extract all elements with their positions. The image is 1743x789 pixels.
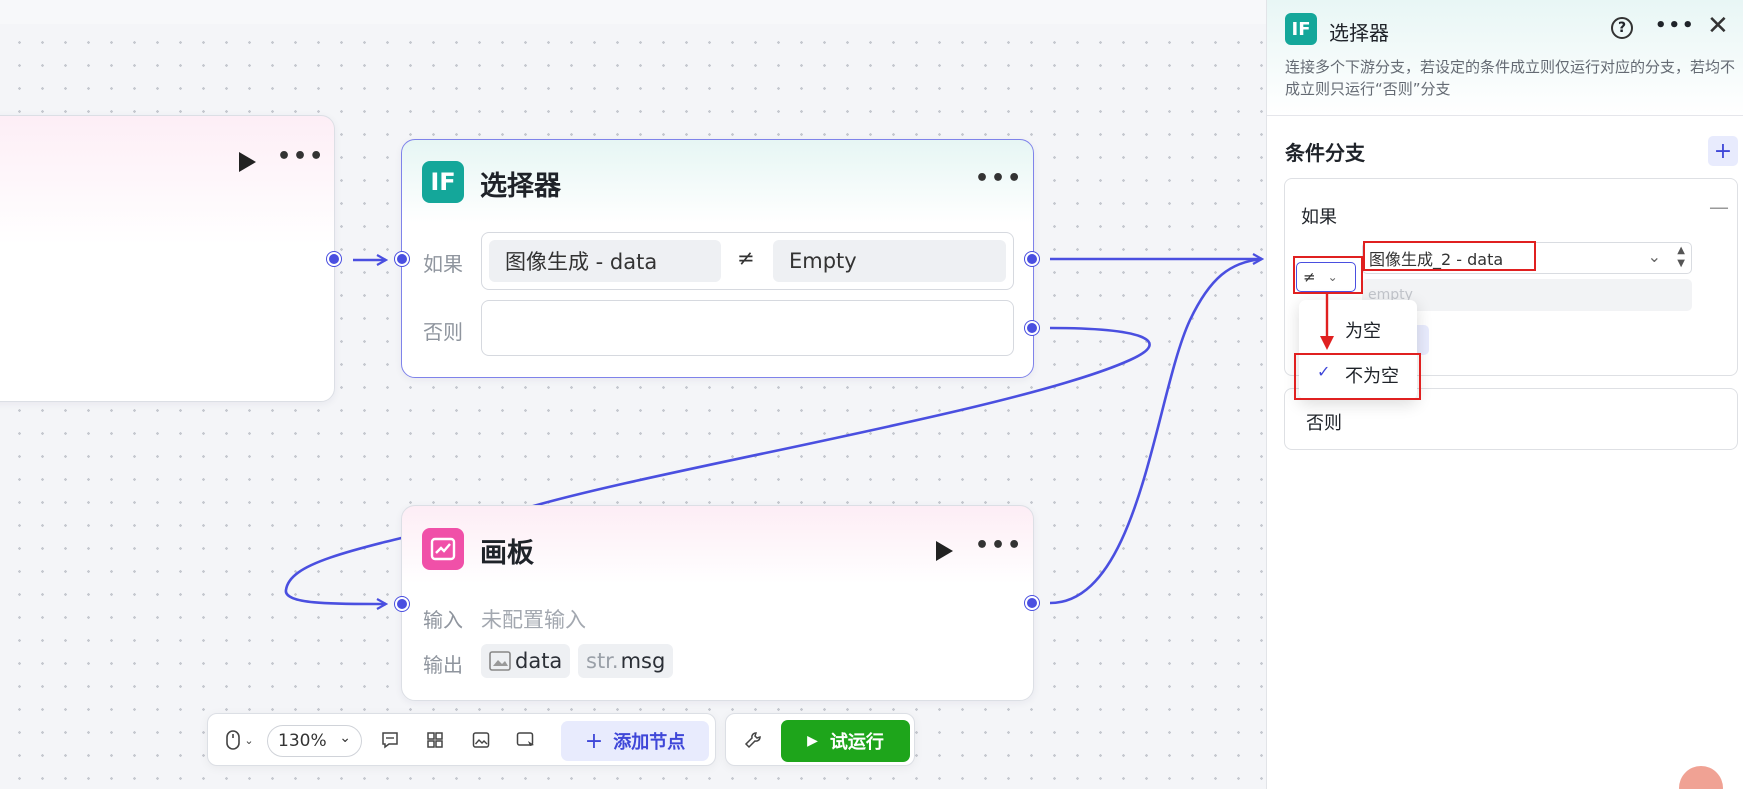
operator-dropdown: 为空 ✓ 不为空: [1299, 300, 1417, 400]
variable-select[interactable]: 图像生成_2 - data ⌄ ▲▼: [1362, 242, 1692, 274]
plus-icon: +: [584, 728, 604, 754]
layout-icon: [427, 732, 443, 748]
if-label: 如果: [423, 252, 463, 276]
if-label: 如果: [1301, 207, 1337, 228]
else-label: 否则: [1306, 413, 1342, 434]
input-value: 未配置输入: [481, 608, 586, 632]
if-node-icon: IF: [422, 161, 464, 203]
check-icon: ✓: [1317, 362, 1331, 381]
option-not-empty[interactable]: 不为空: [1345, 366, 1399, 387]
canvas-node[interactable]: 画板 ••• 输入 未配置输入 输出 data str. msg: [401, 505, 1034, 701]
prev-output-port[interactable]: [327, 252, 341, 266]
panel-description: 连接多个下游分支，若设定的条件成立则仅运行对应的分支，若均不成立则只运行“否则”…: [1285, 58, 1736, 98]
operator-select[interactable]: ≠ ⌄: [1296, 262, 1356, 292]
annotation-variable-highlight: [1363, 241, 1536, 271]
canvas-top-strip: [0, 0, 1266, 24]
selector-config-panel: IF 选择器 ? ••• ✕ 连接多个下游分支，若设定的条件成立则仅运行对应的分…: [1266, 0, 1743, 789]
if-branch-card: 如果 — ≠ ⌄ 图像生成_2 - data ⌄ ▲▼ empty: [1284, 178, 1738, 376]
canvas-output-port[interactable]: [1025, 596, 1039, 610]
collapse-icon[interactable]: —: [1709, 195, 1729, 219]
mouse-mode-button[interactable]: ⌄: [220, 726, 260, 754]
canvas-node-title: 画板: [480, 538, 534, 569]
else-output-port[interactable]: [1025, 321, 1039, 335]
panel-title: 选择器: [1329, 21, 1389, 45]
minimap-button[interactable]: [511, 726, 541, 754]
comment-button[interactable]: [375, 726, 405, 754]
image-icon: [472, 732, 490, 748]
else-label: 否则: [423, 320, 463, 344]
output-tag-msg: str. msg: [578, 644, 674, 678]
chevron-down-icon: ⌄: [1327, 270, 1338, 284]
annotation-arrow: [1320, 292, 1334, 350]
chevron-down-icon: ⌄: [339, 730, 351, 746]
canvas-input-port[interactable]: [395, 597, 409, 611]
condition-right-chip: Empty: [773, 240, 1006, 282]
add-branch-button[interactable]: +: [1708, 136, 1738, 166]
condition-branches-title: 条件分支: [1285, 141, 1365, 165]
minimap-icon: [516, 732, 534, 746]
play-icon: ▶: [807, 733, 818, 749]
zoom-select[interactable]: 130% ⌄: [267, 725, 362, 757]
more-icon[interactable]: •••: [1655, 15, 1696, 36]
selector-node[interactable]: IF 选择器 ••• 如果 图像生成 - data ≠ Empty 否则: [401, 139, 1034, 378]
input-label: 输入: [423, 608, 463, 632]
stepper-icon[interactable]: ▲▼: [1677, 245, 1685, 269]
not-equal-icon: ≠: [737, 246, 755, 270]
layout-button[interactable]: [420, 726, 450, 754]
more-icon[interactable]: •••: [975, 166, 1024, 191]
run-toolbar: ▶ 试运行: [725, 713, 915, 766]
chevron-down-icon: ⌄: [244, 733, 254, 747]
comment-icon: [382, 732, 398, 749]
value-input[interactable]: empty: [1362, 279, 1692, 311]
selector-node-title: 选择器: [480, 171, 561, 202]
chevron-down-icon: ⌄: [1647, 247, 1661, 266]
edge-canvas-to-next: [1049, 257, 1263, 605]
avatar[interactable]: [1679, 766, 1723, 789]
mouse-icon: [226, 730, 241, 750]
more-icon[interactable]: •••: [975, 533, 1024, 558]
more-icon[interactable]: •••: [277, 144, 326, 169]
close-icon[interactable]: ✕: [1707, 11, 1729, 41]
if-node-icon: IF: [1285, 13, 1317, 45]
bottom-toolbar: ⌄ 130% ⌄ + 添加节点: [207, 713, 716, 766]
condition-left-chip: 图像生成 - data: [489, 240, 721, 282]
image-icon: [489, 651, 511, 671]
annotation-operator-highlight: [1293, 256, 1363, 294]
test-run-button[interactable]: ▶ 试运行: [781, 720, 910, 762]
option-is-empty[interactable]: 为空: [1345, 321, 1381, 342]
add-node-button[interactable]: + 添加节点: [561, 721, 709, 761]
image-button[interactable]: [466, 726, 496, 754]
annotation-option-highlight: [1294, 353, 1421, 400]
output-tag-data: data: [481, 644, 571, 678]
selector-input-port[interactable]: [395, 252, 409, 266]
else-box[interactable]: [481, 300, 1014, 356]
help-icon[interactable]: ?: [1611, 17, 1633, 39]
output-label: 输出: [423, 653, 463, 677]
workflow-canvas[interactable]: ••• IF 选择器 ••• 如果 图像生成 - data ≠ Empty 否则…: [0, 0, 1266, 789]
canvas-node-icon: [422, 528, 464, 570]
panel-header: IF 选择器 ? ••• ✕ 连接多个下游分支，若设定的条件成立则仅运行对应的分…: [1267, 0, 1743, 116]
wrench-icon: [744, 732, 761, 749]
debug-button[interactable]: [738, 726, 768, 754]
run-node-icon[interactable]: [936, 541, 953, 561]
if-condition-box[interactable]: 图像生成 - data ≠ Empty: [481, 232, 1014, 290]
run-node-icon[interactable]: [239, 152, 256, 172]
previous-node[interactable]: •••: [0, 115, 335, 402]
if-output-port[interactable]: [1025, 252, 1039, 266]
